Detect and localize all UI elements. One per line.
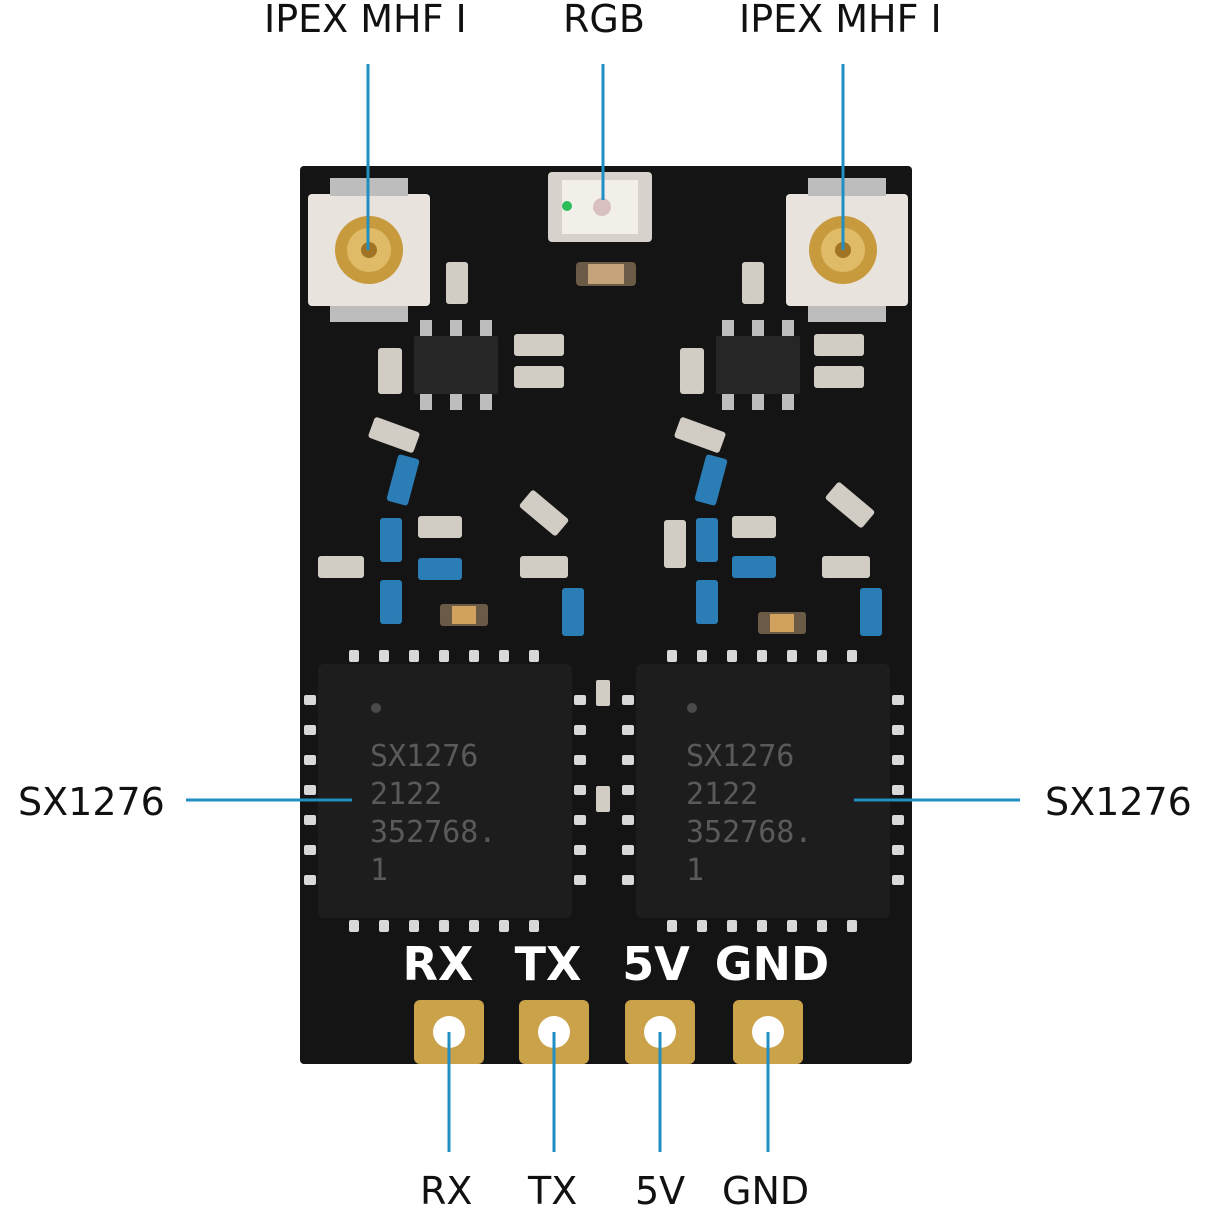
chip-left-marking-2: 2122 [370,777,442,812]
chip-pin [697,920,707,932]
chip-pin [499,650,509,662]
label-chip-left: SX1276 [18,780,165,824]
chip-pin [304,845,316,855]
chip-right-marking-2: 2122 [686,777,758,812]
label-chip-right: SX1276 [1045,780,1192,824]
chip-pin [574,785,586,795]
leader-lines [186,64,1020,1152]
chip-pin [622,725,634,735]
chip-pin [892,875,904,885]
label-tx: TX [528,1169,578,1213]
chip-left-marking-1: SX1276 [370,739,478,774]
chip-pin [817,650,827,662]
chip-pin [304,725,316,735]
chip-pin [847,650,857,662]
chip-pin [574,725,586,735]
chip-pin [304,875,316,885]
rf-switch-left [414,320,498,410]
chip-pin [574,755,586,765]
chip-pin [817,920,827,932]
chip-pin [787,920,797,932]
chip-pin [892,725,904,735]
chip-pin [892,845,904,855]
chip-pin [379,920,389,932]
chip-pin [439,920,449,932]
chip-pin [892,695,904,705]
chip-pin [892,755,904,765]
chip-pin [697,650,707,662]
chip-pin [304,815,316,825]
chip-pin [892,785,904,795]
chip-pin [304,695,316,705]
chip-pin [409,920,419,932]
chip-pin [304,785,316,795]
chip-pin [727,920,737,932]
chip-pin [379,650,389,662]
chip-pin [529,650,539,662]
chip-right-marking-1: SX1276 [686,739,794,774]
chip-pin [469,650,479,662]
chip-pin [622,695,634,705]
silk-5v: 5V [622,937,690,991]
passive-components [318,262,882,812]
chip-pin [622,755,634,765]
chip-left-marking-3: 352768. [370,815,496,850]
chip-pin [892,815,904,825]
chip-pin [622,785,634,795]
chip-pin [622,875,634,885]
chip-left-marking-4: 1 [370,853,388,888]
silk-rx: RX [403,937,474,991]
chip-right-marking-4: 1 [686,853,704,888]
rgb-led [548,172,652,286]
silk-gnd: GND [715,937,829,991]
label-rx: RX [420,1169,473,1213]
label-5v: 5V [635,1169,686,1213]
label-rgb: RGB [563,0,645,41]
chip-pin [574,695,586,705]
chip-pin [349,920,359,932]
chip-pin [349,650,359,662]
silk-tx: TX [515,937,582,991]
chip-pin [574,875,586,885]
chip-pin [499,920,509,932]
chip-pins [304,650,904,932]
chip-pin [757,650,767,662]
chip-pin [727,650,737,662]
antenna-connector-right [786,178,908,322]
label-antenna-left: IPEX MHF I [264,0,467,41]
chip-pin [847,920,857,932]
chip-pin [469,920,479,932]
chip-right: SX1276 2122 352768. 1 [636,664,890,918]
chip-pin [439,650,449,662]
chip-right-marking-3: 352768. [686,815,812,850]
label-antenna-right: IPEX MHF I [739,0,942,41]
rf-switch-right [716,320,800,410]
chip-left: SX1276 2122 352768. 1 [318,664,572,918]
chip-pin [622,845,634,855]
chip-pin [757,920,767,932]
chip-pin [667,920,677,932]
chip-pin [304,755,316,765]
chip-pin [409,650,419,662]
chip-pin [574,845,586,855]
label-gnd: GND [722,1169,810,1213]
chip-pin [622,815,634,825]
chip-pin [529,920,539,932]
chip-pin [667,650,677,662]
chip-pin [574,815,586,825]
chip-pin [787,650,797,662]
